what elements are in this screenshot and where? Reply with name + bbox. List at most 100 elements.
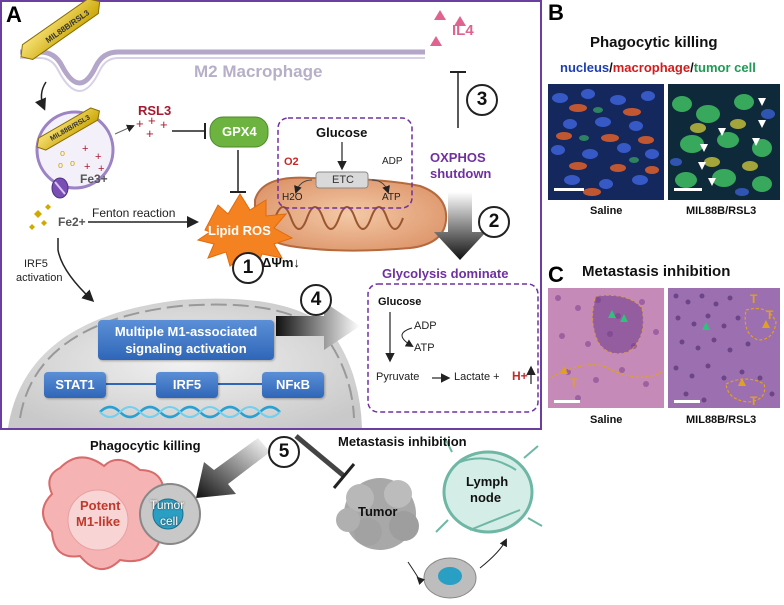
h2o-label: H2O	[282, 192, 303, 203]
cell-membrane	[20, 49, 425, 86]
arrowhead-markers	[698, 98, 766, 186]
fe3-label: Fe3+	[80, 172, 108, 186]
svg-text:+: +	[160, 117, 168, 132]
lipid-ros-burst	[196, 193, 294, 269]
stain-legend: nucleus/macrophage/tumor cell	[560, 60, 756, 75]
lipid-ros-label: Lipid ROS	[208, 223, 271, 238]
tumor-cell-nucleus	[152, 498, 184, 530]
glyco-glucose-label: Glucose	[378, 296, 422, 308]
glyco-lactate-label: Lactate +	[454, 371, 500, 383]
fe-ions	[29, 204, 51, 230]
rsl3-label: RSL3	[138, 103, 172, 118]
o2-label: O2	[284, 156, 299, 168]
glycolysis-label: Glycolysis dominate	[382, 266, 509, 281]
nanoparticle-outside	[20, 0, 101, 61]
nfkb-box: NFκB	[262, 372, 324, 398]
panel-c-treated-label: MIL88B/RSL3	[686, 414, 757, 426]
step-1-marker: 1	[232, 252, 264, 284]
tumor-cell-line2: cell	[160, 514, 179, 528]
panel-c-t-mark-1: T	[570, 376, 578, 390]
panel-c-treated-image	[668, 288, 780, 408]
bottom-phagocytic-title: Phagocytic killing	[90, 438, 201, 453]
m1-signaling-box: Multiple M1-associated signaling activat…	[98, 320, 274, 360]
mito-potential-label: ΔΨm↓	[262, 255, 300, 270]
mitochondrion	[254, 176, 448, 252]
dna-helix	[99, 405, 281, 419]
panel-c-t-mark-2: T	[750, 292, 758, 306]
panel-a-letter: A	[6, 2, 22, 27]
lymph-line1: Lymph	[466, 474, 509, 489]
panel-b-letter: B	[548, 0, 564, 25]
svg-text:+: +	[148, 113, 156, 128]
panel-b-treated-label: MIL88B/RSL3	[686, 205, 757, 217]
atp-top-label: ATP	[382, 192, 401, 203]
tumor-mass	[336, 478, 419, 550]
etc-box	[277, 117, 413, 209]
rsl3-molecules: ++++	[136, 113, 168, 141]
lymph-line2: node	[470, 490, 502, 505]
il4-label: IL4	[452, 22, 474, 39]
stat1-box: STAT1	[44, 372, 106, 398]
panel-a-frame	[0, 0, 542, 430]
m1-box-line1: Multiple M1-associated	[114, 324, 258, 339]
arrow-step-5	[196, 438, 270, 498]
fenton-label: Fenton reaction	[92, 206, 176, 220]
nanoparticle-inside	[36, 107, 101, 151]
panel-b-saline-image	[548, 84, 664, 200]
stain-sep-2: /	[690, 60, 694, 75]
svg-text:+: +	[136, 116, 144, 131]
stain-macrophage: macrophage	[612, 60, 691, 75]
step-2-marker: 2	[478, 206, 510, 238]
lymph-node	[435, 439, 543, 534]
etc-label: ETC	[332, 174, 354, 186]
stain-nucleus: nucleus	[560, 60, 610, 75]
etc-complex	[315, 171, 369, 189]
oxphos-line1: OXPHOS	[430, 150, 486, 165]
svg-text:+: +	[95, 151, 101, 163]
stain-tumor: tumor cell	[693, 60, 756, 75]
potent-line2: M1-like	[76, 514, 121, 529]
tumor-cell-line1: Tumor	[150, 498, 185, 512]
svg-text:o: o	[60, 148, 65, 158]
oxphos-line2: shutdown	[430, 166, 492, 181]
il4-triangles	[430, 10, 466, 46]
svg-text:+: +	[84, 161, 90, 173]
panel-c-t-mark-3: T	[766, 308, 774, 322]
arrow-step-4	[276, 302, 360, 350]
panel-c-saline-label: Saline	[590, 414, 623, 426]
glucose-top-label: Glucose	[316, 125, 368, 140]
irf5-activation-line2: activation	[16, 272, 63, 284]
adp-top-label: ADP	[382, 156, 403, 167]
step-4-marker: 4	[300, 284, 332, 316]
arrow-step-2	[434, 192, 486, 260]
stain-sep-1: /	[609, 60, 613, 75]
svg-text:+: +	[82, 143, 88, 155]
fe2-label: Fe2+	[58, 215, 86, 229]
glyco-atp-label: ATP	[414, 342, 435, 354]
irf5-activation-line1: IRF5	[24, 258, 48, 270]
panel-c-saline-image	[548, 288, 664, 408]
glyco-adp-label: ADP	[414, 320, 437, 332]
glycolysis-box	[367, 283, 539, 413]
svg-text:+: +	[146, 126, 154, 141]
nuclear-envelope	[19, 303, 355, 419]
panel-c-letter: C	[548, 262, 564, 287]
bottom-metastasis-title: Metastasis inhibition	[338, 434, 467, 449]
glyco-pyruvate-label: Pyruvate	[376, 371, 420, 383]
panel-b-title: Phagocytic killing	[590, 34, 718, 51]
panel-b-treated-image	[668, 84, 780, 200]
cell-title: M2 Macrophage	[194, 62, 323, 81]
svg-text:o: o	[58, 160, 63, 170]
tumor-label: Tumor	[358, 504, 398, 519]
panel-c-t-mark-4: T	[750, 394, 758, 408]
svg-text:o: o	[70, 158, 75, 168]
step-3-marker: 3	[466, 84, 498, 116]
glyco-h-label: H+	[512, 369, 528, 383]
panel-b-saline-label: Saline	[590, 205, 623, 217]
m1-box-line2: signaling activation	[125, 341, 247, 356]
gpx4-node	[209, 116, 269, 148]
potent-line1: Potent	[80, 498, 121, 513]
irf5-box: IRF5	[156, 372, 218, 398]
gpx4-label: GPX4	[222, 124, 257, 139]
panel-c-title: Metastasis inhibition	[582, 263, 731, 280]
